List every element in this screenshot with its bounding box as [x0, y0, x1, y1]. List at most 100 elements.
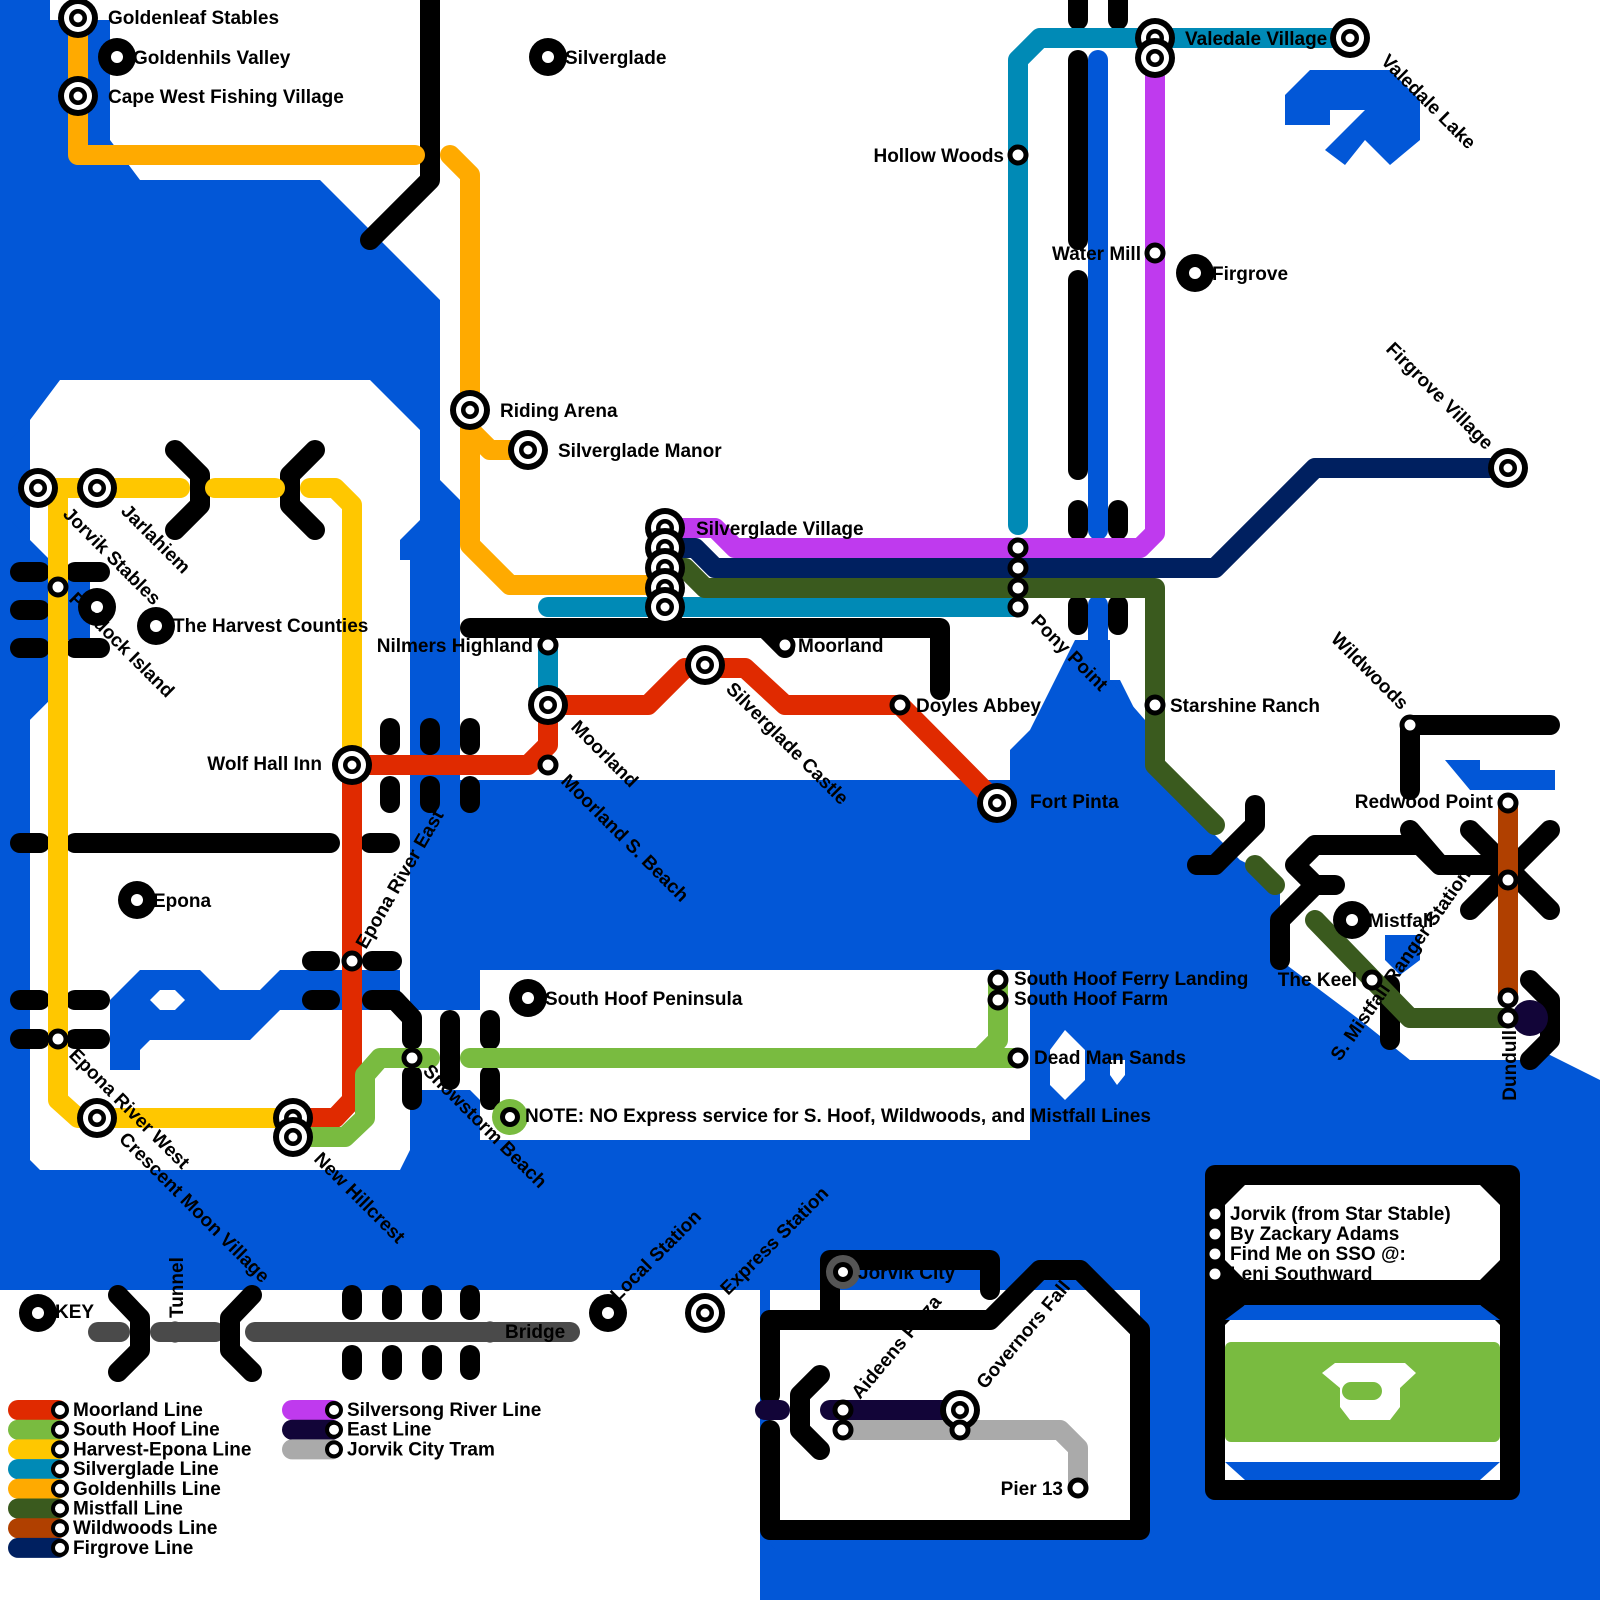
station-pony-point[interactable] — [1007, 537, 1029, 559]
station-moorland-s-beach[interactable] — [537, 754, 559, 776]
station-aideens-plaza[interactable] — [832, 1399, 854, 1421]
station-redwood-point[interactable] — [1497, 792, 1519, 814]
station-dead-man-sands[interactable] — [1007, 1047, 1029, 1069]
station-south-hoof-farm[interactable] — [987, 989, 1009, 1011]
station-wildwoods[interactable] — [1399, 714, 1421, 736]
label-dundull: Dundull — [1500, 1030, 1521, 1101]
station-epona-river-east[interactable] — [341, 950, 363, 972]
station-governors-fall[interactable] — [940, 1390, 980, 1430]
station-jarlahiem[interactable] — [77, 468, 117, 508]
label-south-hoof-peninsula: South Hoof Peninsula — [545, 989, 743, 1010]
credit-bullet-icon — [1206, 1225, 1224, 1243]
stations — [18, 0, 1528, 1499]
station-key-local[interactable] — [589, 1294, 627, 1332]
station-nilmers-highland[interactable] — [537, 634, 559, 656]
station-fort-pinta[interactable] — [977, 783, 1017, 823]
station-new-hillcrest[interactable] — [273, 1117, 313, 1157]
station-paddock-island[interactable] — [47, 576, 69, 598]
station-pier-13[interactable] — [1067, 1477, 1089, 1499]
legend-label: Firgrove Line — [73, 1538, 193, 1559]
station-silverglade-castle[interactable] — [685, 645, 725, 685]
legend-item: Silversong River Line — [282, 1400, 541, 1421]
station-crescent-moon[interactable] — [77, 1098, 117, 1138]
legend-station-icon — [325, 1440, 343, 1459]
station-moorland[interactable] — [528, 685, 568, 725]
station-moorland-n[interactable] — [774, 634, 796, 656]
legend-label: Wildwoods Line — [73, 1518, 217, 1539]
station-key-express[interactable] — [685, 1293, 725, 1333]
station-hollow-woods[interactable] — [1007, 144, 1029, 166]
station-harvest-counties[interactable] — [137, 607, 175, 645]
legend-station-icon — [51, 1499, 69, 1518]
legend-station-icon — [51, 1420, 69, 1439]
legend-item: Jorvik City Tram — [282, 1439, 495, 1460]
legend-station-icon — [51, 1401, 69, 1419]
legend-label: East Line — [347, 1420, 431, 1441]
legend-station-icon — [51, 1460, 69, 1479]
station-note-dot[interactable] — [492, 1099, 528, 1135]
legend-station-icon — [325, 1420, 343, 1439]
station-dundull[interactable] — [1497, 1007, 1519, 1029]
legend-label: Jorvik City Tram — [347, 1439, 495, 1460]
station-firgrove[interactable] — [1176, 254, 1214, 292]
label-the-keel: The Keel — [1278, 970, 1357, 991]
label-goldenleaf-stables: Goldenleaf Stables — [108, 8, 279, 29]
station-silverglade-manor[interactable] — [508, 430, 548, 470]
station-governors-b[interactable] — [949, 1419, 971, 1441]
station-starshine-ranch[interactable] — [1144, 694, 1166, 716]
station-goldenhils-valley[interactable] — [98, 38, 136, 76]
station-ferry-landing[interactable] — [987, 969, 1009, 991]
label-silverglade: Silverglade — [565, 48, 666, 69]
station-snowstorm-beach[interactable] — [401, 1047, 423, 1069]
station-paddock-dot[interactable] — [78, 588, 116, 626]
label-redwood-point: Redwood Point — [1355, 792, 1494, 813]
station-dundull-a[interactable] — [1497, 987, 1519, 1009]
legend-label: Silverglade Line — [73, 1459, 219, 1480]
station-cape-west[interactable] — [58, 76, 98, 116]
label-starshine-ranch: Starshine Ranch — [1170, 696, 1320, 717]
legend-station-icon — [51, 1538, 69, 1557]
station-mistfall[interactable] — [1333, 901, 1371, 939]
label-hollow-woods: Hollow Woods — [873, 146, 1004, 167]
label-moorland-n: Moorland — [798, 636, 884, 657]
credit-line: Jorvik (from Star Stable) — [1230, 1204, 1451, 1225]
credits-text: Jorvik (from Star Stable)By Zackary Adam… — [1206, 1204, 1451, 1285]
station-goldenleaf-stables[interactable] — [58, 0, 98, 38]
station-valedale-village-b[interactable] — [1135, 38, 1175, 78]
station-wolf-hall-inn[interactable] — [332, 745, 372, 785]
legend-item: East Line — [282, 1419, 431, 1441]
station-jorvik-city[interactable] — [826, 1255, 860, 1289]
station-the-keel[interactable] — [1361, 969, 1383, 991]
credit-line: By Zackary Adams — [1230, 1224, 1399, 1245]
label-south-hoof-farm: South Hoof Farm — [1014, 989, 1168, 1010]
label-nilmers-highland: Nilmers Highland — [377, 636, 533, 657]
station-ranger-x[interactable] — [1497, 869, 1519, 891]
label-riding-arena: Riding Arena — [500, 401, 618, 422]
legend-item: Silverglade Line — [8, 1459, 219, 1480]
station-water-mill[interactable] — [1144, 242, 1166, 264]
station-epona-river-west[interactable] — [47, 1028, 69, 1050]
station-epona[interactable] — [118, 881, 156, 919]
legend-station-icon — [325, 1401, 343, 1419]
station-aideens-b[interactable] — [832, 1419, 854, 1441]
legend-item: South Hoof Line — [8, 1419, 220, 1441]
water-pony-inlet — [1010, 640, 1145, 780]
station-pp2[interactable] — [1007, 557, 1029, 579]
station-key-key[interactable] — [19, 1294, 57, 1332]
station-doyles-abbey[interactable] — [889, 694, 911, 716]
station-jorvik-stables[interactable] — [18, 468, 58, 508]
station-pp3[interactable] — [1007, 577, 1029, 599]
station-pp4[interactable] — [1007, 596, 1029, 618]
key-bridge-label: Bridge — [505, 1322, 565, 1343]
label-water-mill: Water Mill — [1052, 244, 1141, 265]
station-firgrove-village[interactable] — [1488, 448, 1528, 488]
station-riding-arena[interactable] — [450, 390, 490, 430]
legend-label: Silversong River Line — [347, 1400, 541, 1421]
legend-item: Moorland Line — [8, 1400, 203, 1421]
station-silverglade[interactable] — [529, 38, 567, 76]
station-south-hoof-peninsula[interactable] — [509, 979, 547, 1017]
legend-label: Goldenhills Line — [73, 1479, 221, 1500]
station-valedale-lake[interactable] — [1330, 18, 1370, 58]
station-sv5[interactable] — [645, 587, 685, 627]
